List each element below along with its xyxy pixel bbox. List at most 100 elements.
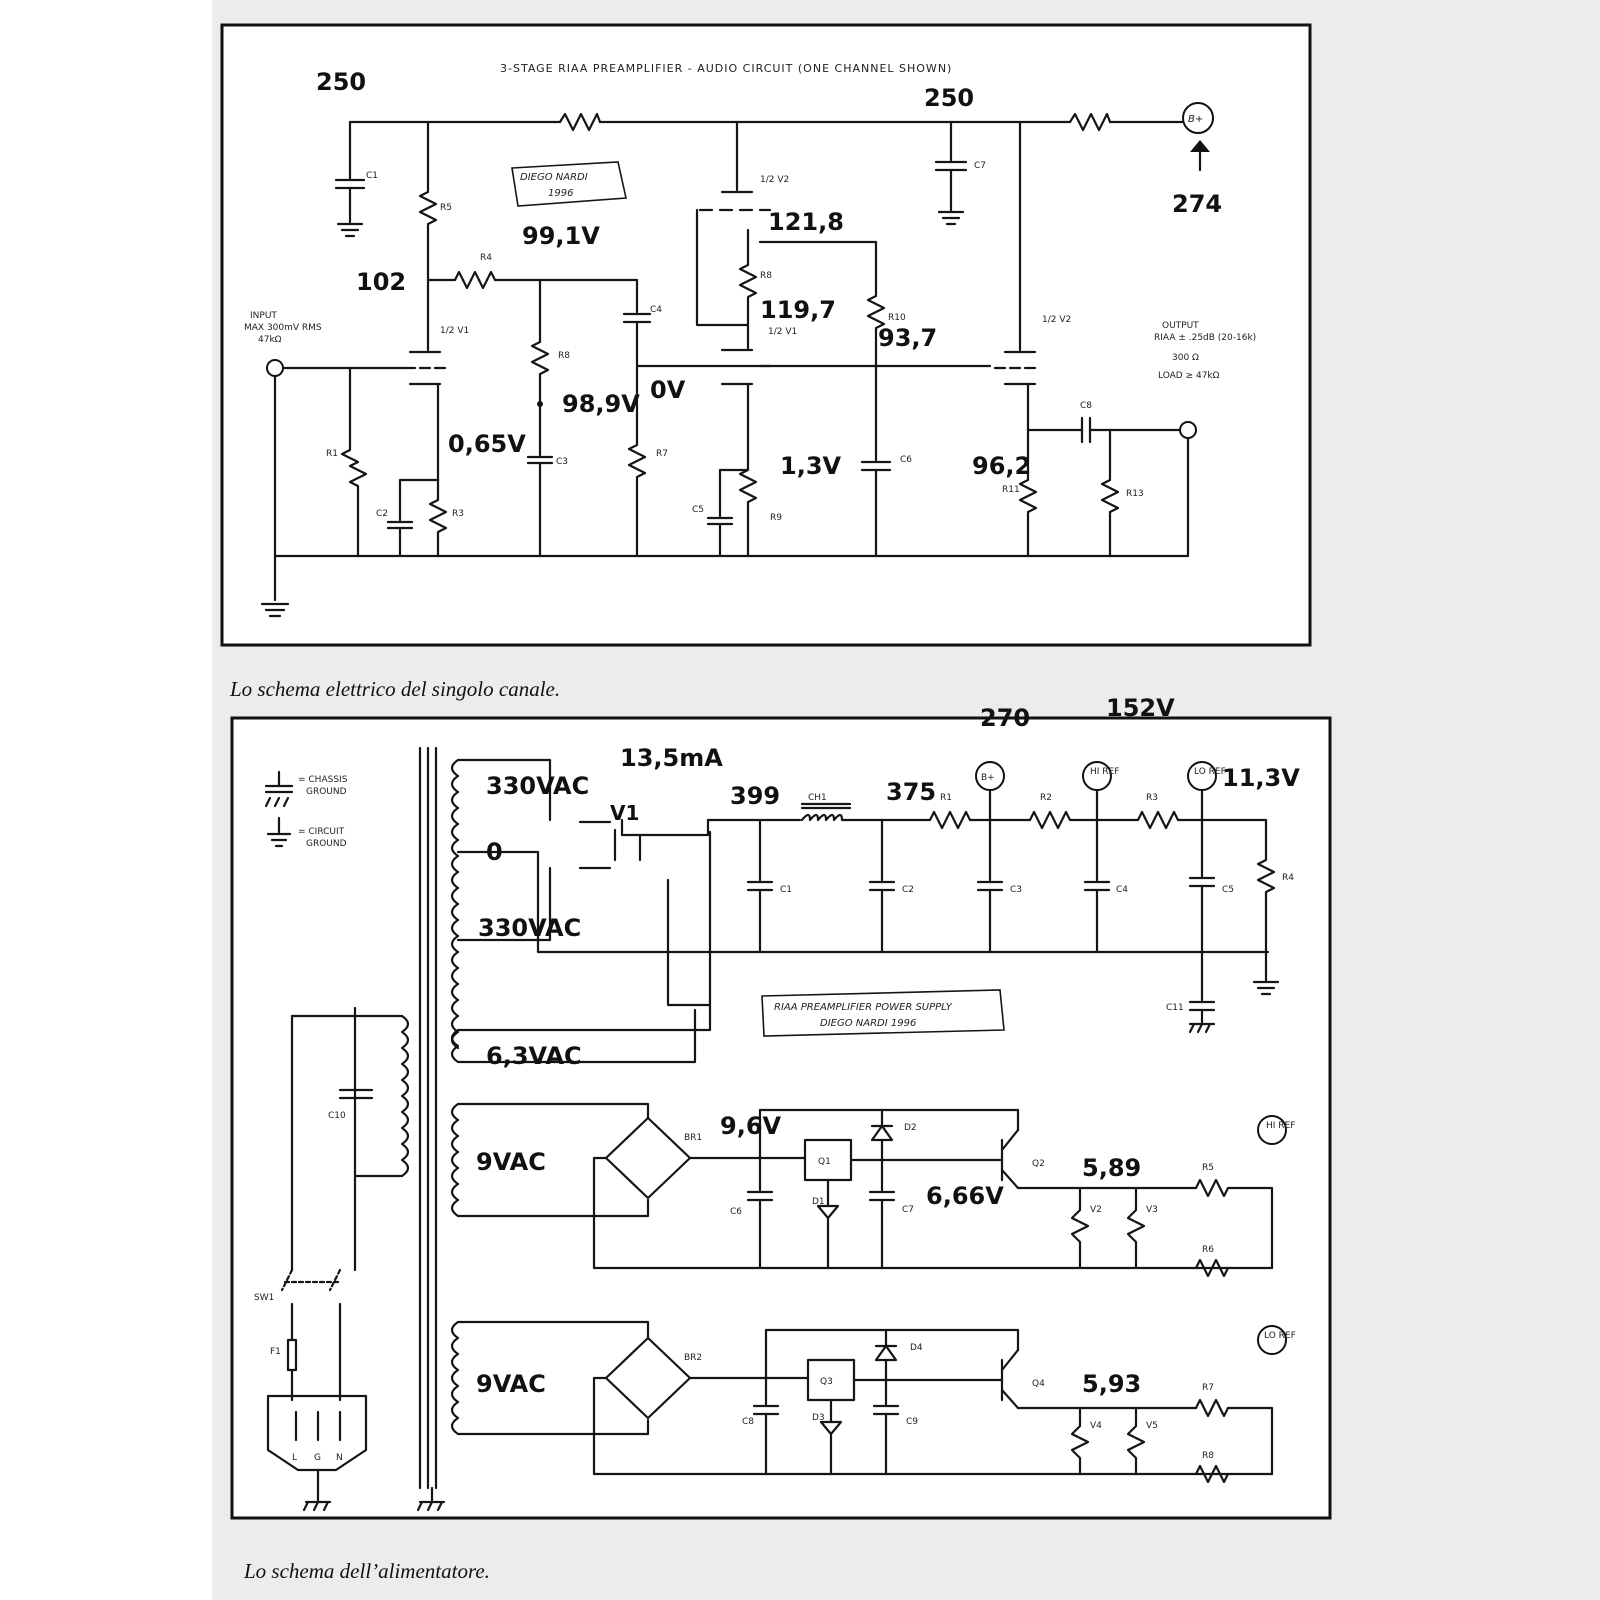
r2-resistor <box>1068 112 1112 132</box>
c7-psu-label: C7 <box>902 1205 914 1215</box>
sw1-label: SW1 <box>254 1293 274 1303</box>
psu-title-box <box>761 989 1005 1037</box>
voltage-6-66v: 6,66V <box>926 1182 1004 1210</box>
power-supply-schematic: = CHASSIS GROUND = CIRCUIT GROUND V1 CH1… <box>230 694 1332 1520</box>
core-chassis-ground <box>416 1486 446 1512</box>
legend-circuit-1: = CIRCUIT <box>298 827 345 837</box>
d2-label: D2 <box>904 1123 917 1133</box>
preamp-caption: Lo schema elettrico del singolo canale. <box>229 677 560 701</box>
d4-label: D4 <box>910 1343 923 1353</box>
c11-psu-label: C11 <box>1166 1003 1184 1013</box>
d3-label: D3 <box>812 1413 825 1423</box>
node-hi-ref-2-label: HI REF <box>1266 1121 1295 1131</box>
preamp-title: 3-STAGE RIAA PREAMPLIFIER - AUDIO CIRCUI… <box>500 62 952 75</box>
power-switch-sw1[interactable] <box>280 1268 342 1292</box>
hv-secondary-winding <box>450 758 460 1050</box>
b-plus-label-top: B+ <box>1188 114 1203 125</box>
author-name: DIEGO NARDI <box>520 172 588 183</box>
v3-label: V3 <box>1146 1205 1158 1215</box>
r6-psu-label: R6 <box>1202 1245 1214 1255</box>
v1-label: V1 <box>610 801 639 825</box>
c3-psu-label: C3 <box>1010 885 1022 895</box>
author-box <box>511 161 627 207</box>
b-plus-node-top <box>1182 102 1214 134</box>
bridge-br1 <box>604 1116 692 1200</box>
voltage-250-b: 250 <box>924 84 974 112</box>
output-jack <box>1179 421 1197 439</box>
input-label-1: INPUT <box>250 311 277 321</box>
r4-label: R4 <box>480 253 492 263</box>
voltage-98-9: 98,9V <box>562 390 640 418</box>
r5-resistor <box>418 120 438 352</box>
q3-label: Q3 <box>820 1377 833 1387</box>
ground-bus-top <box>273 436 1190 558</box>
filter-chain <box>706 810 1268 830</box>
voltage-11-3v: 11,3V <box>1222 764 1300 792</box>
voltage-96-2: 96,2 <box>972 452 1031 480</box>
v4-v5-loads <box>1070 1406 1146 1476</box>
r6-resistor <box>558 112 602 132</box>
voltage-93-7: 93,7 <box>878 324 937 352</box>
v4-label: V4 <box>1090 1421 1102 1431</box>
r1-psu-label: R1 <box>940 793 952 803</box>
br1-label: BR1 <box>684 1133 702 1143</box>
c3-filter-cap <box>976 788 1004 954</box>
voltage-121-8: 121,8 <box>768 208 844 236</box>
input-ground <box>260 374 290 618</box>
r8-label: R8 <box>558 351 570 361</box>
heater-6-3vac: 6,3VAC <box>486 1042 582 1070</box>
output-label-4: LOAD ≥ 47kΩ <box>1158 371 1220 381</box>
c2-label: C2 <box>376 509 388 519</box>
r8-psu-label: R8 <box>1202 1451 1214 1461</box>
r13-label: R13 <box>1126 489 1144 499</box>
tube-stage1 <box>403 350 447 386</box>
q4-label: Q4 <box>1032 1379 1045 1389</box>
voltage-9-6v: 9,6V <box>720 1112 782 1140</box>
preamp-frame <box>220 23 1312 647</box>
center-tap-zero: 0 <box>486 838 503 866</box>
node-hi-ref-2 <box>1257 1115 1287 1145</box>
c4-filter-cap <box>1083 788 1111 954</box>
c10-label: C10 <box>328 1111 346 1121</box>
output-label-3: 300 Ω <box>1172 353 1199 363</box>
hi-ref-regulator-network <box>758 1108 1020 1270</box>
stage3-follower <box>993 120 1038 558</box>
node-b-plus-label: B+ <box>981 773 995 783</box>
voltage-270: 270 <box>980 704 1030 732</box>
voltage-1-3: 1,3V <box>780 452 842 480</box>
pin-g: G <box>314 1453 321 1463</box>
heater-lead <box>666 878 712 1007</box>
hi-ref-9vac: 9VAC <box>476 1148 546 1176</box>
r6-psu-resistor <box>1194 1258 1230 1278</box>
c7-capacitor <box>934 120 968 226</box>
iec-ground <box>294 1410 342 1512</box>
hv-330vac-a: 330VAC <box>486 772 589 800</box>
r1-label: R1 <box>326 449 338 459</box>
v2-v3-loads <box>1070 1186 1146 1270</box>
ch1-label: CH1 <box>808 793 827 803</box>
r1-grid-leak <box>281 366 407 558</box>
hi-ref-winding <box>450 1102 650 1218</box>
choke-core <box>800 802 852 810</box>
r8-psu-resistor <box>1194 1464 1230 1484</box>
r5-label: R5 <box>440 203 452 213</box>
tube3-label: 1/2 V1 <box>768 327 797 337</box>
c1-label: C1 <box>366 171 378 181</box>
voltage-250-a: 250 <box>316 68 366 96</box>
q2-label: Q2 <box>1032 1159 1045 1169</box>
node-lo-ref-2 <box>1257 1325 1287 1355</box>
hv-secondary-leads <box>456 758 1270 954</box>
chassis-ground-icon <box>264 770 294 808</box>
lo-ref-winding <box>450 1320 650 1436</box>
input-label-2: MAX 300mV RMS <box>244 323 322 333</box>
c3-label: C3 <box>556 457 568 467</box>
c9-psu-label: C9 <box>906 1417 918 1427</box>
lo-ref-rail <box>592 1376 1274 1476</box>
node-hi-ref <box>1082 761 1112 791</box>
voltage-5-89: 5,89 <box>1082 1154 1141 1182</box>
node-lo-ref <box>1187 761 1217 791</box>
input-label-3: 47kΩ <box>258 335 282 345</box>
r11-label: R11 <box>1002 485 1020 495</box>
c5-label: C5 <box>692 505 704 515</box>
